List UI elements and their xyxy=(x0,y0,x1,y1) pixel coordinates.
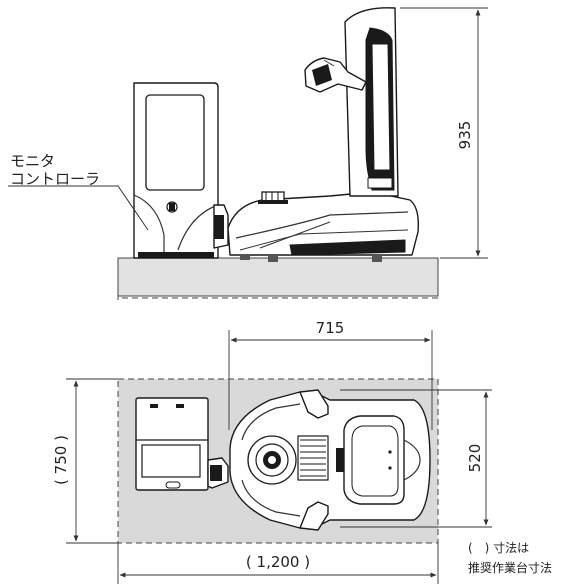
monitor-label-line2: コントローラ xyxy=(10,170,100,188)
instrument-column xyxy=(304,7,399,197)
note-line2: 推奨作業台寸法 xyxy=(468,560,552,575)
monitor-label-line1: モニタ xyxy=(10,152,55,170)
side-view: 935 xyxy=(8,7,488,300)
area-depth-dimension-label: ( 750 ) xyxy=(52,435,70,485)
monitor-screen xyxy=(145,94,205,191)
label-leader-line xyxy=(8,185,149,231)
monitor-controller-unit xyxy=(133,82,229,259)
note-line1: ( ) 寸法は xyxy=(468,541,529,555)
side-work-table xyxy=(117,257,439,297)
width-dimension-label: 520 xyxy=(466,444,484,473)
height-dimension-label: 935 xyxy=(456,121,474,150)
monitor-unit-top xyxy=(135,397,229,491)
top-view: 715 520 ( 750 ) ( 1,200 ) xyxy=(52,319,492,584)
instrument-base xyxy=(227,191,420,262)
area-width-dimension-label: ( 1,200 ) xyxy=(246,553,310,571)
instrument-top xyxy=(229,389,431,531)
length-dimension-label: 715 xyxy=(316,319,345,337)
